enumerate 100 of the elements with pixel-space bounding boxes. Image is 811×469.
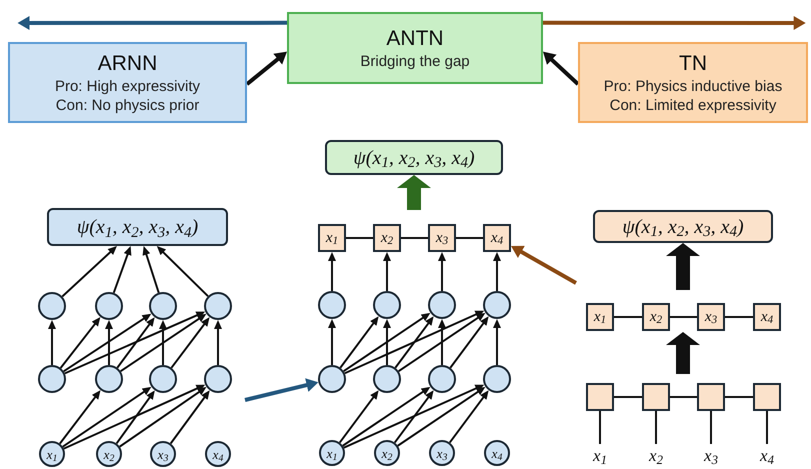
variable-label: x$_{3}$	[704, 310, 718, 324]
variable-label: x$_{2}$	[650, 310, 662, 324]
tensor-box	[697, 383, 725, 411]
arrow	[511, 246, 577, 285]
arrow	[63, 314, 152, 372]
arrow	[448, 390, 489, 444]
arrow	[64, 312, 206, 374]
card-text: Con: Limited expressivity	[610, 96, 776, 114]
connector-line	[710, 411, 712, 444]
card-text: Pro: Physics inductive bias	[604, 76, 782, 96]
arrow	[328, 252, 336, 291]
arrow	[120, 314, 206, 372]
arrow	[142, 246, 160, 293]
tensor-box	[642, 383, 670, 411]
arrow	[438, 252, 446, 291]
variable-label: x$_{4}$	[490, 230, 504, 246]
connector-line	[725, 316, 753, 318]
arrow	[398, 312, 486, 372]
tensor-box	[753, 303, 781, 331]
connector-line	[401, 237, 428, 239]
variable-label: x$_{4}$	[760, 446, 774, 464]
arrow	[543, 16, 806, 30]
arrow	[383, 319, 391, 365]
variable-label: x$_{2}$	[649, 446, 663, 464]
arrow	[543, 52, 580, 86]
connector-line	[670, 396, 697, 398]
math-expression: ψ(x$_{1}$, x$_{2}$, x$_{3}$, x$_{4}$)	[622, 216, 744, 236]
arrow	[344, 310, 484, 374]
arrow	[342, 386, 430, 447]
arrow	[170, 317, 210, 368]
arrow	[112, 246, 132, 294]
card-title: ARNN	[98, 50, 158, 76]
card-text: Pro: High expressivity	[54, 76, 200, 96]
arrow	[159, 320, 167, 365]
arrow	[105, 320, 113, 365]
block-arrow	[397, 175, 431, 210]
wavefunction-box	[325, 140, 503, 175]
arrow	[244, 378, 318, 402]
card-text: Con: No physics prior	[56, 96, 200, 114]
arrow	[450, 316, 489, 368]
tensor-box	[586, 383, 614, 411]
variable-label: x$_{3}$	[436, 230, 448, 246]
model-card	[8, 42, 247, 123]
arrow	[246, 52, 287, 86]
model-card	[578, 42, 808, 123]
arrow	[394, 316, 434, 368]
variable-label: x$_{1}$	[594, 310, 606, 324]
connector-line	[725, 396, 753, 398]
variable-label: x$_{1}$	[593, 446, 607, 464]
block-arrow	[666, 243, 700, 290]
arrow	[343, 384, 484, 449]
input-node	[39, 441, 65, 467]
arrow	[116, 317, 155, 368]
arrow	[62, 386, 152, 448]
wavefunction-box	[47, 208, 228, 246]
variable-label: x$_{4}$	[760, 310, 774, 324]
tensor-box	[373, 224, 401, 252]
card-title: ANTN	[386, 26, 444, 52]
input-node	[429, 440, 455, 466]
connector-line	[670, 316, 697, 318]
arrow	[343, 312, 430, 372]
wavefunction-box	[593, 210, 773, 243]
tensor-box	[586, 303, 614, 331]
connector-line	[655, 411, 657, 444]
input-node	[484, 440, 510, 466]
arrow	[338, 390, 379, 444]
model-card	[287, 12, 543, 84]
tensor-box	[318, 224, 346, 252]
variable-label: x$_{3}$	[436, 446, 448, 460]
arrow	[328, 319, 336, 365]
connector-line	[456, 237, 483, 239]
arrow	[397, 386, 486, 447]
card-text: Bridging the gap	[360, 52, 470, 70]
arrow	[340, 316, 379, 368]
variable-label: x$_{3}$	[704, 446, 718, 464]
variable-label: x$_{4}$	[212, 448, 224, 460]
math-expression: ψ(x$_{1}$, x$_{2}$, x$_{3}$, x$_{4}$)	[76, 217, 198, 237]
input-node	[205, 441, 231, 467]
input-node	[319, 440, 345, 466]
arrow	[63, 384, 206, 450]
card-title: TN	[679, 50, 707, 76]
tensor-box	[642, 303, 670, 331]
arrow	[18, 16, 287, 30]
input-node	[150, 441, 176, 467]
connector-line	[766, 411, 768, 444]
arrow	[60, 317, 100, 369]
variable-label: x$_{2}$	[380, 230, 394, 246]
arrow	[214, 320, 222, 365]
connector-line	[599, 411, 601, 444]
input-node	[96, 441, 122, 467]
variable-label: x$_{2}$	[104, 448, 114, 460]
arrow	[394, 390, 434, 444]
arrow	[156, 246, 209, 297]
connector-line	[346, 237, 373, 239]
tensor-box	[428, 224, 456, 252]
tensor-box	[753, 383, 781, 411]
arrow	[48, 320, 56, 365]
math-expression: ψ(x$_{1}$, x$_{2}$, x$_{3}$, x$_{4}$)	[353, 148, 475, 168]
arrow	[493, 252, 501, 291]
input-node	[374, 440, 400, 466]
